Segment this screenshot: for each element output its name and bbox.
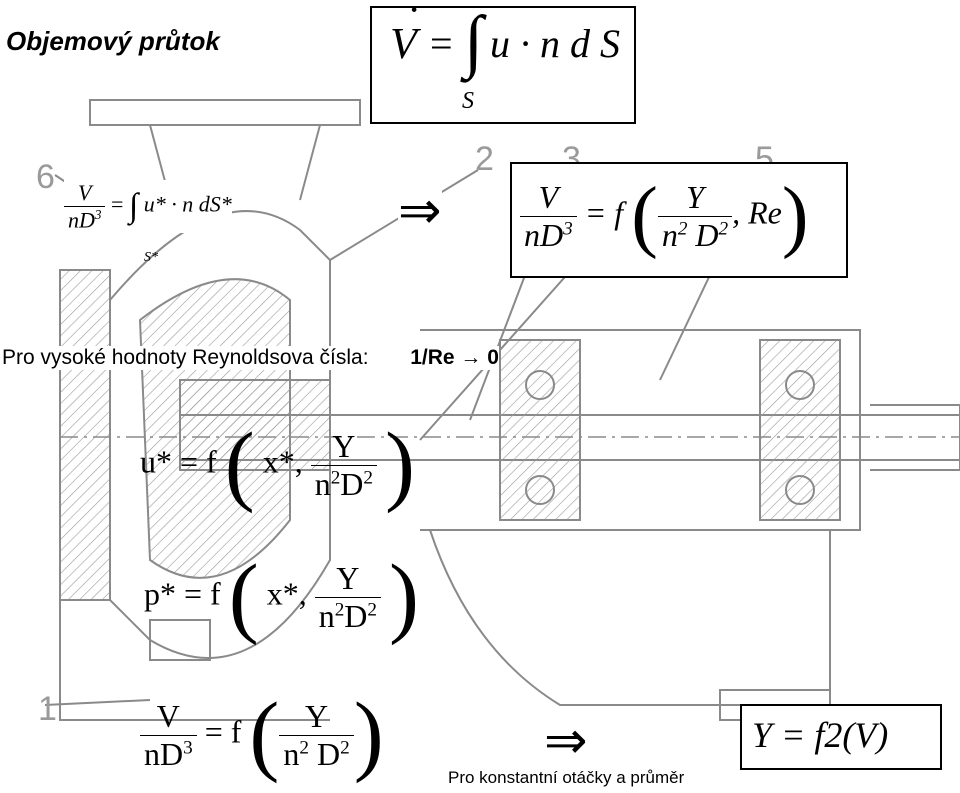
eq-p-rhs: = f (184, 575, 221, 612)
page-title: Objemový průtok (6, 26, 220, 56)
eq-v-inner-den: n2 D2 (283, 735, 350, 772)
boxed-eq: = f (584, 194, 624, 231)
implies-arrow-1: ⇒ (398, 183, 442, 240)
boxed-den: nD3 (524, 216, 573, 253)
main-formula-lhs: V˙ (390, 0, 419, 68)
eq-v: V nD3 = f ( Y n2 D2 ) (140, 690, 384, 780)
callout-2: 2 (475, 140, 494, 178)
dim-left-eq: = (110, 191, 124, 217)
eq-p: p* = f ( x*, Y n2D2 ) (144, 547, 419, 646)
dim-left-num: V (64, 180, 106, 207)
eq-v-den: nD3 (144, 735, 193, 772)
boxed-inner-den: n2 D2 (661, 216, 729, 253)
eq-p-num: Y (314, 560, 381, 598)
eq-p-arg: x*, (266, 575, 307, 612)
boxed-tail: , Re (732, 194, 782, 231)
implies-arrow-2: ⇒ (544, 713, 588, 770)
eq-v-num: V (140, 698, 197, 736)
integral-sign: ∫ (464, 3, 484, 80)
eq-p-den: n2D2 (318, 597, 377, 634)
callout-3: 6 (36, 158, 55, 196)
reynolds-limit: 1/Re → 0 (410, 346, 499, 369)
main-formula-eq: = (430, 21, 453, 66)
reynolds-text: Pro vysoké hodnoty Reynoldsova čísla: (2, 346, 369, 369)
callout-1: 1 (38, 690, 57, 728)
main-formula-box: V˙ = ∫ u · n d S S (370, 0, 636, 124)
boxed-inner-num: Y (657, 179, 733, 217)
eq-u-den: n2D2 (314, 465, 373, 502)
footnote: Pro konstantní otáčky a průměr (448, 768, 685, 788)
main-formula-integrand: u · n d S (490, 21, 620, 66)
main-formula-limit: S (462, 88, 474, 114)
dim-left-den: nD3 (68, 207, 102, 233)
eq-p-lhs: p* (144, 575, 176, 612)
eq-u-num: Y (310, 428, 377, 466)
eq-u-arg: x*, (262, 443, 303, 480)
dim-left-integrand: u* · n dS* (143, 191, 232, 217)
eq-v-rhs: = f (204, 713, 242, 750)
boxed-formula: V nD3 = f ( Y n2 D2 , Re) (510, 162, 848, 278)
eq-u-lhs: u* (140, 443, 172, 480)
eq-u: u* = f ( x*, Y n2D2 ) (140, 415, 415, 514)
boxed-num: V (520, 179, 577, 217)
dim-left-limit: S* (144, 250, 158, 265)
eq-u-rhs: = f (180, 443, 217, 480)
reynolds-note: Pro vysoké hodnoty Reynoldsova čísla: 1/… (2, 346, 499, 370)
final-formula-box: Y = f2(V) (740, 704, 942, 770)
dim-formula-left: V nD3 = ∫ u* · n dS* S* (64, 180, 232, 265)
eq-v-inner-num: Y (279, 698, 354, 736)
final-formula: Y = f2(V) (752, 715, 889, 755)
